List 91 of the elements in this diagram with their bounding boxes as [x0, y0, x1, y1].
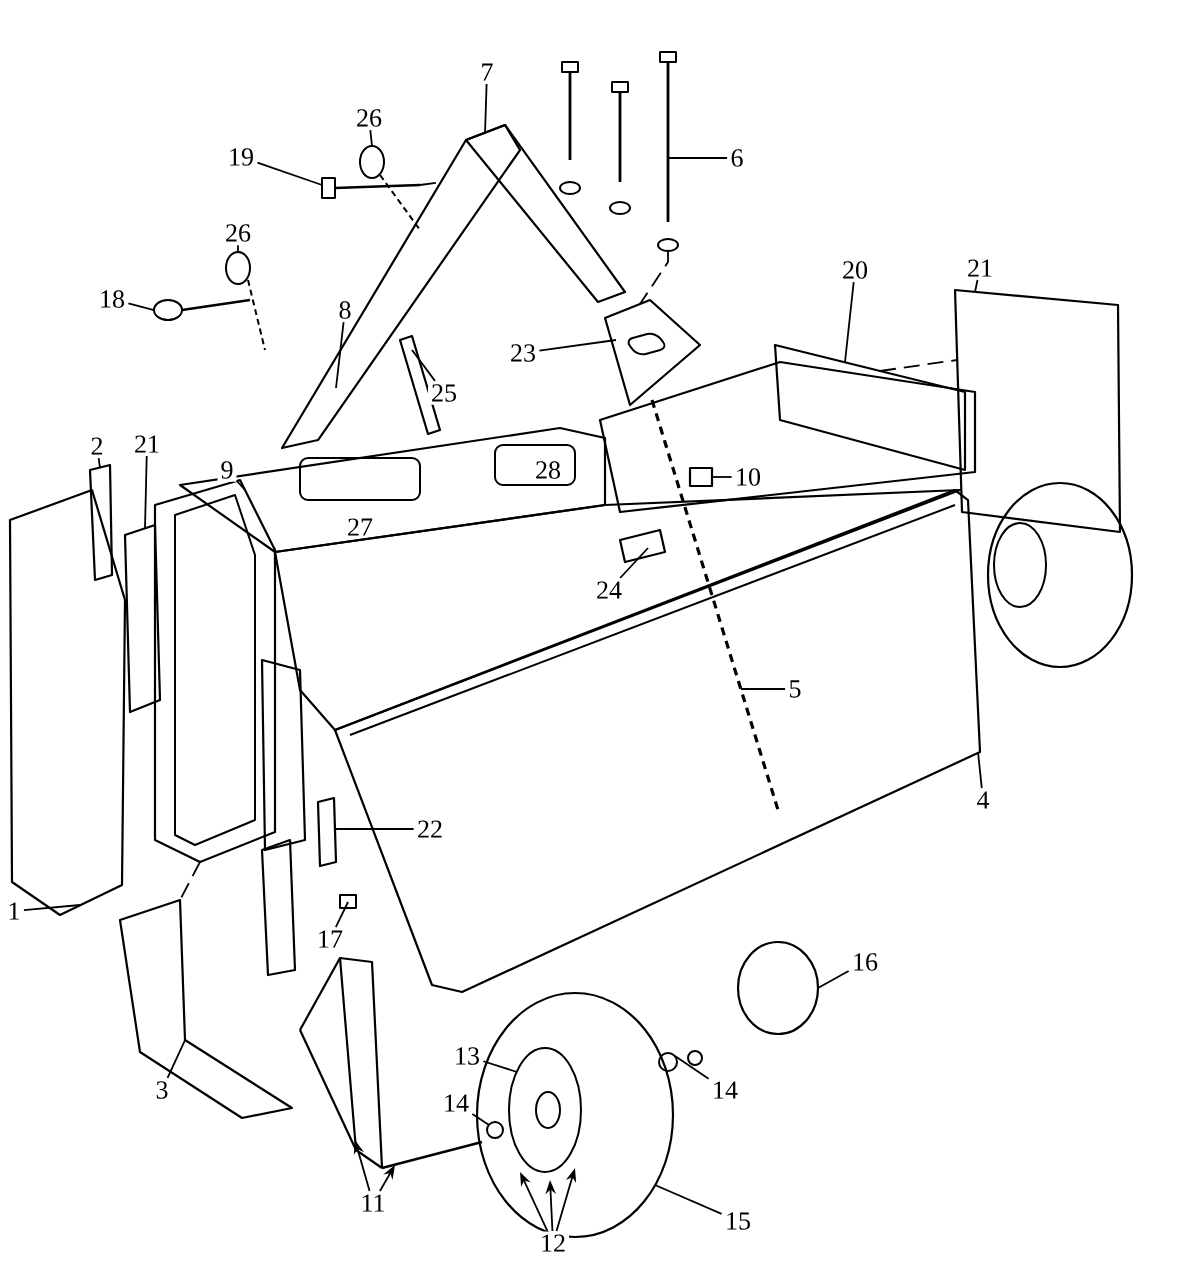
- callout-number: 16: [849, 950, 881, 974]
- callout-number: 12: [537, 1231, 569, 1255]
- callout-number: 13: [451, 1044, 483, 1068]
- callout-number: 11: [357, 1191, 389, 1215]
- callout-number: 3: [152, 1078, 172, 1102]
- part-number: 27: [348, 518, 373, 536]
- leader-line: [411, 349, 436, 382]
- chain: [650, 399, 780, 811]
- leader-line: [484, 83, 488, 134]
- leader-line: [817, 970, 850, 989]
- leader-line: [237, 244, 239, 253]
- washer: [609, 201, 631, 215]
- leader-line: [977, 751, 983, 789]
- leader-line: [711, 476, 733, 478]
- strap: [316, 796, 338, 868]
- lynch-pin: [225, 251, 266, 351]
- callout-number: 10: [732, 465, 764, 489]
- callout-number: 5: [785, 677, 805, 701]
- leader-line: [369, 129, 373, 147]
- leader-line: [482, 1060, 518, 1073]
- washer: [559, 181, 581, 195]
- callout-number: 22: [414, 817, 446, 841]
- end-panel: [123, 523, 162, 714]
- skid-shoe: [118, 898, 294, 1120]
- callout-number: 9: [217, 458, 237, 482]
- callout-number: 15: [722, 1209, 754, 1233]
- callout-number: 20: [839, 258, 871, 282]
- callout-number: 8: [335, 298, 355, 322]
- callout-number: 19: [225, 145, 257, 169]
- leader-line: [471, 1113, 490, 1126]
- callout-number: 26: [222, 221, 254, 245]
- skid-strip: [88, 463, 114, 582]
- callout-number: 4: [973, 788, 993, 812]
- callout-number: 23: [507, 341, 539, 365]
- bolt: [561, 61, 579, 160]
- leader-line: [127, 302, 155, 311]
- callout-number: 17: [314, 927, 346, 951]
- callout-number: 1: [4, 899, 24, 923]
- leader-line: [974, 279, 979, 293]
- assembly-line: [879, 359, 958, 372]
- leader-line: [844, 281, 855, 363]
- callout-number: 21: [131, 432, 163, 456]
- callout-number: 25: [428, 381, 460, 405]
- leader-line: [674, 1055, 710, 1080]
- spacer-block: [688, 466, 714, 488]
- callout-number: 2: [87, 434, 107, 458]
- wheel-bracket: [299, 956, 483, 1170]
- leader-line: [654, 1184, 723, 1215]
- leader-line: [667, 157, 728, 159]
- washer: [687, 1050, 703, 1066]
- adjuster-bar: [260, 838, 297, 977]
- callout-number: 18: [96, 287, 128, 311]
- end-panel: [953, 288, 1122, 534]
- part-number: 28: [536, 461, 560, 479]
- callout-number: 14: [440, 1091, 472, 1115]
- leader-line: [256, 161, 323, 186]
- leader-line: [335, 321, 345, 389]
- leader-line: [236, 480, 246, 491]
- frame-tube: [178, 426, 607, 554]
- frame-tube: [598, 360, 977, 514]
- leader-line: [619, 547, 649, 579]
- callout-number: 6: [727, 146, 747, 170]
- callout-number: 14: [709, 1078, 741, 1102]
- leader-line: [740, 688, 786, 690]
- hitch-pin: [153, 298, 251, 321]
- side-plate: [773, 343, 967, 472]
- callout-number: 7: [477, 60, 497, 84]
- side-bracket: [260, 658, 307, 852]
- frame-body: [273, 488, 962, 732]
- callout-number: 21: [964, 256, 996, 280]
- callout-number: 24: [593, 578, 625, 602]
- lynch-pin: [359, 145, 421, 231]
- assembly-line: [639, 250, 669, 305]
- bolt: [611, 81, 629, 182]
- leader-line: [335, 828, 415, 830]
- nut: [657, 238, 679, 252]
- hitch-pin: [321, 177, 421, 199]
- leader-line: [144, 455, 148, 529]
- leader-line: [538, 339, 617, 352]
- leader-line: [97, 457, 101, 469]
- hub-cap: [736, 940, 820, 1036]
- mounting-plate: [603, 298, 702, 407]
- leader-line: [334, 901, 349, 928]
- bushing: [658, 1052, 678, 1072]
- pin: [339, 894, 357, 909]
- wheel: [986, 481, 1134, 669]
- bolt: [659, 51, 677, 222]
- callout-number: 26: [353, 106, 385, 130]
- end-frame: [153, 478, 277, 864]
- leader-line: [166, 1039, 186, 1079]
- leader-line: [23, 904, 81, 911]
